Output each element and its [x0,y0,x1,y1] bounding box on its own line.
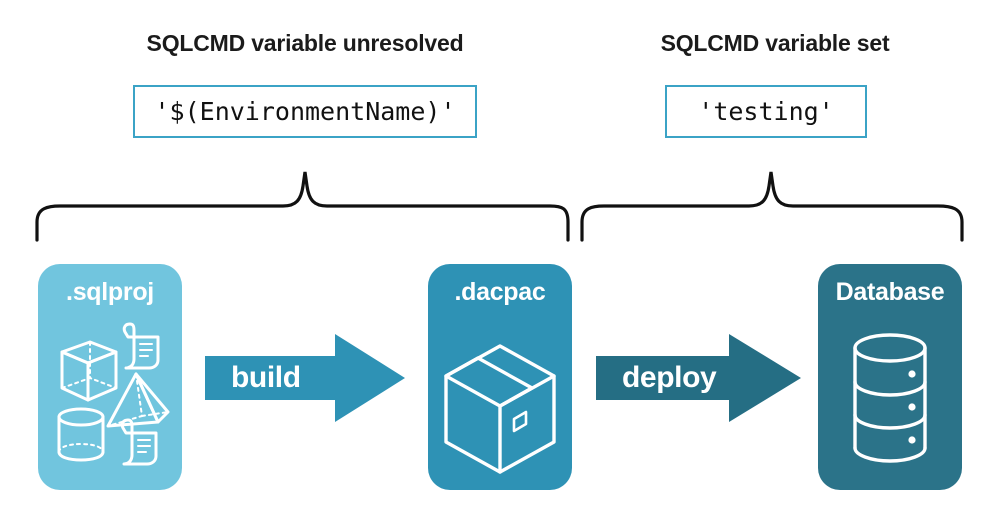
arrow-deploy-shape [596,334,801,422]
arrow-deploy: deploy [596,332,801,424]
arrow-build-shape [205,334,405,422]
brace-left-icon [35,171,570,242]
entity-label-dacpac: .dacpac [454,278,546,306]
section-title-right: SQLCMD variable set [660,30,890,56]
arrow-build: build [205,332,405,424]
package-box-icon [444,344,556,474]
dacpac-artwork [444,344,556,474]
section-title-left: SQLCMD variable unresolved [146,30,464,56]
cube-icon [60,340,118,402]
database-cylinder-icon [853,333,927,463]
entity-box-dacpac: .dacpac [428,264,572,490]
scroll-icon [122,322,160,370]
brace-group [35,171,964,242]
sqlcmd-variable-unresolved-value: '$(EnvironmentName)' [133,85,477,138]
entity-box-database: Database [818,264,962,490]
cylinder-icon [57,407,105,462]
sqlproj-artwork [57,322,170,466]
scroll-icon [120,418,158,466]
entity-label-sqlproj: .sqlproj [66,278,154,306]
entity-label-database: Database [835,278,945,306]
database-artwork [853,333,927,463]
entity-box-sqlproj: .sqlproj [38,264,182,490]
brace-right-icon [580,171,964,242]
sqlcmd-variable-set-value: 'testing' [665,85,867,138]
